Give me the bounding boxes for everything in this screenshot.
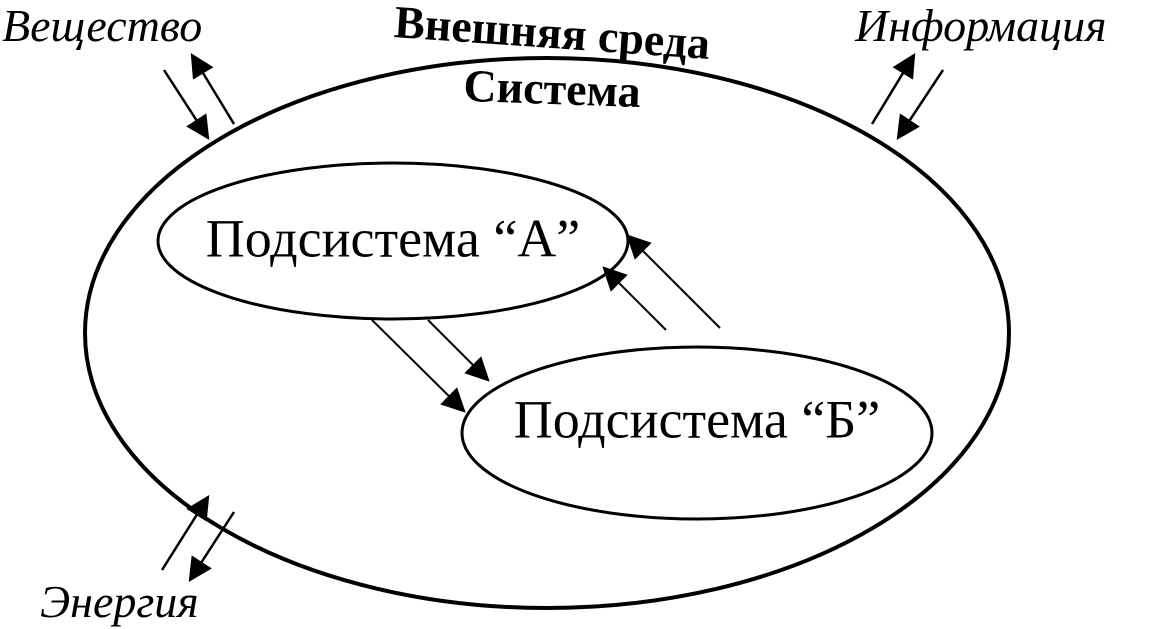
subsystem-b-ellipse bbox=[460, 345, 934, 521]
arrow-matter-out bbox=[190, 52, 236, 125]
arrow-energy-in bbox=[160, 494, 210, 571]
arrow-b-to-a-1 bbox=[602, 266, 667, 331]
arrow-a-to-b-1 bbox=[371, 319, 466, 413]
matter-label: Вещество bbox=[2, 0, 202, 51]
subsystem-a-label: Подсистема “А” bbox=[206, 208, 581, 268]
arrow-information-in bbox=[896, 69, 945, 141]
system-label: Система bbox=[463, 60, 642, 117]
system-ellipse bbox=[83, 56, 1011, 610]
arrow-matter-in bbox=[162, 69, 210, 141]
arrow-energy-out bbox=[188, 511, 236, 583]
energy-label: Энергия bbox=[40, 576, 199, 627]
arrow-b-to-a-2 bbox=[626, 234, 721, 329]
information-label: Информация bbox=[854, 0, 1107, 51]
subsystem-b-label: Подсистема “Б” bbox=[514, 389, 881, 449]
arrow-a-to-b-2 bbox=[427, 319, 490, 382]
arrow-information-out bbox=[870, 52, 916, 125]
